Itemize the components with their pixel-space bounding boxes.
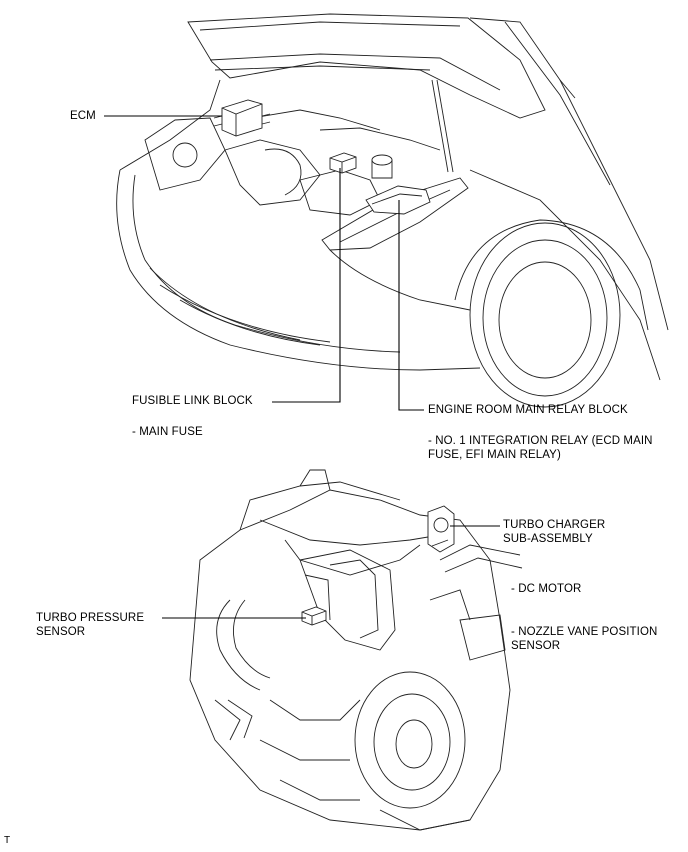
nozzle-vane-label-line1: - NOZZLE VANE POSITION	[511, 626, 658, 638]
fusible-link-block-label: FUSIBLE LINK BLOCK	[132, 395, 253, 407]
turbo-pressure-sensor-label-line2: SENSOR	[36, 626, 86, 638]
main-fuse-label: - MAIN FUSE	[132, 426, 203, 438]
figure-code: T	[4, 835, 11, 846]
engine-room-relay-leader	[398, 200, 424, 411]
turbo-charger-label-line1: TURBO CHARGER	[503, 519, 606, 531]
integration-relay-label-line2: FUSE, EFI MAIN RELAY)	[428, 449, 561, 461]
fusible-link-block-leader	[272, 168, 341, 403]
turbo-pressure-sensor-label-line1: TURBO PRESSURE	[36, 612, 145, 624]
ecm-label: ECM	[70, 110, 96, 122]
integration-relay-label-line1: - NO. 1 INTEGRATION RELAY (ECD MAIN	[428, 435, 653, 447]
vehicle-front-drawing	[116, 13, 669, 408]
engine-room-main-relay-block-label: ENGINE ROOM MAIN RELAY BLOCK	[428, 404, 628, 416]
engine-drawing	[189, 469, 523, 831]
turbo-charger-label-line2: SUB-ASSEMBLY	[503, 533, 593, 545]
dc-motor-label: - DC MOTOR	[511, 583, 582, 595]
nozzle-vane-label-line2: SENSOR	[511, 640, 561, 652]
